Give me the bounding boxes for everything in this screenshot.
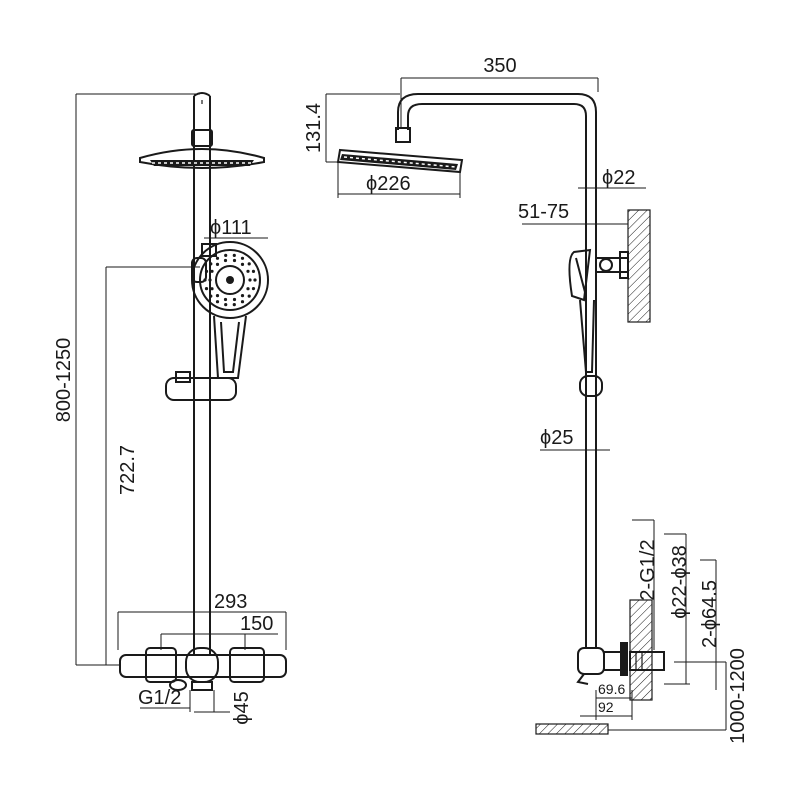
nozzle-dot [232, 253, 236, 257]
label-height-handshower: 722.7 [117, 445, 139, 495]
nozzle-dot [223, 297, 228, 302]
nozzle-dot [251, 287, 256, 291]
nozzle-dot [224, 253, 228, 257]
front-riser-pipe [193, 92, 211, 655]
label-mixer-center: 150 [240, 613, 273, 635]
nozzle-dot [240, 256, 245, 260]
nozzle-dot [223, 258, 228, 263]
nozzle-dot [204, 287, 209, 291]
label-wall-bracket: 51-75 [518, 201, 569, 223]
nozzle-dot [215, 256, 220, 260]
nozzle-dot [246, 269, 250, 273]
nozzle-dot [210, 269, 214, 273]
label-install-height: 1000-1200 [727, 648, 749, 744]
nozzle-dot [240, 262, 245, 266]
dim-pipe-upper: ϕ22 [578, 167, 646, 189]
nozzle-dot [253, 278, 257, 282]
nozzle-dot [210, 287, 214, 291]
dim-inlet-thread: G1/2 [138, 687, 191, 712]
side-view: 350 131.4 ϕ226 ϕ22 51-75 ϕ25 [303, 55, 749, 744]
nozzle-dot [215, 300, 220, 304]
nozzle-dot [248, 278, 252, 282]
nozzle-dot [208, 278, 212, 282]
nozzle-dot [232, 258, 237, 263]
side-wall-lower [629, 599, 653, 701]
front-mixer [119, 647, 287, 691]
nozzle-dot [232, 297, 237, 302]
nozzle-dot [209, 262, 213, 266]
label-escutcheon: 2-ϕ64.5 [699, 580, 721, 648]
nozzle-dot [247, 294, 251, 298]
dim-handshower-diameter: ϕ111 [204, 217, 268, 239]
nozzle-dot [251, 269, 256, 273]
label-head-height: 131.4 [303, 103, 325, 153]
label-pipe-upper: ϕ22 [602, 167, 635, 189]
label-side-inlet-thread: 2-G1/2 [637, 539, 659, 600]
label-mixer-width: 293 [214, 591, 247, 613]
side-riser-pipe [397, 93, 597, 648]
dim-depth-1: 69.6 [595, 681, 632, 720]
side-shower-head [336, 127, 464, 174]
dim-escutcheon: 2-ϕ64.5 [699, 559, 721, 690]
front-shower-head [139, 129, 265, 169]
label-handshower-diameter: ϕ111 [210, 217, 252, 239]
nozzle-dot [224, 303, 228, 307]
label-arm-length: 350 [483, 55, 516, 77]
dim-inlet-thread: 2-G1/2 [632, 519, 659, 650]
nozzle-dot [247, 262, 251, 266]
nozzle-dot [240, 300, 245, 304]
label-height-total: 800-1250 [53, 338, 75, 423]
nozzle-dot [215, 262, 220, 266]
dim-wall-bracket: 51-75 [518, 201, 628, 225]
dim-inlet-diameters: ϕ22-ϕ38 [664, 533, 691, 685]
front-slide-holder [165, 371, 237, 401]
side-wall-upper [627, 209, 651, 323]
nozzle-dot [240, 294, 245, 298]
dim-depth-2: 92 [580, 690, 633, 720]
dim-pipe-lower: ϕ25 [540, 427, 610, 451]
nozzle-dot [209, 294, 213, 298]
label-depth-2: 92 [598, 699, 614, 715]
dim-head-diameter: ϕ226 [337, 162, 461, 198]
dim-outlet-diameter: ϕ45 [194, 690, 253, 725]
nozzle-dot [246, 287, 250, 291]
front-view: 800-1250 722.7 ϕ111 293 150 G1/2 [53, 92, 287, 725]
dim-height-handshower: 722.7 [105, 266, 200, 665]
front-hand-shower [191, 241, 269, 379]
side-wall-bracket [595, 251, 629, 279]
dim-head-height: 131.4 [303, 93, 400, 163]
dim-mixer-width: 293 [117, 591, 287, 650]
nozzle-dot [215, 294, 220, 298]
label-head-diameter: ϕ226 [366, 173, 411, 195]
label-inlet-diameters: ϕ22-ϕ38 [669, 545, 691, 619]
label-outlet-diameter: ϕ45 [231, 691, 253, 724]
label-inlet-thread: G1/2 [138, 687, 181, 709]
dim-arm-length: 350 [400, 55, 599, 128]
dim-height-total: 800-1250 [53, 93, 200, 666]
side-floor [535, 723, 609, 735]
label-pipe-lower: ϕ25 [540, 427, 573, 449]
dim-install-height: 1000-1200 [608, 648, 749, 744]
nozzle-dot [232, 303, 236, 307]
side-hand-shower [568, 248, 603, 397]
label-depth-1: 69.6 [598, 681, 625, 697]
dim-mixer-center: 150 [160, 613, 278, 650]
